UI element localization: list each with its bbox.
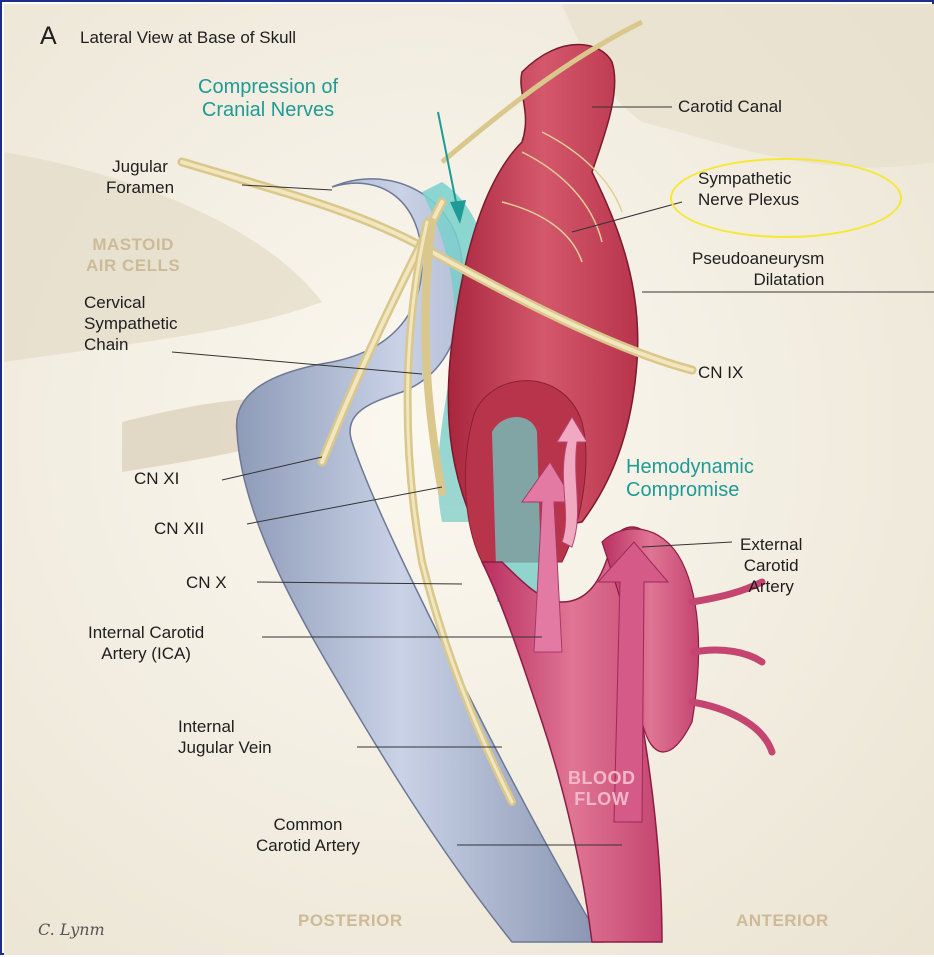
label-anterior: ANTERIOR [736, 910, 829, 931]
label-hemodynamic-compromise: Hemodynamic Compromise [626, 456, 754, 502]
label-internal-carotid-artery: Internal Carotid Artery (ICA) [88, 622, 204, 664]
label-cervical-sympathetic-chain: Cervical Sympathetic Chain [84, 292, 178, 355]
label-common-carotid-artery: Common Carotid Artery [256, 814, 360, 856]
label-cn-ix: CN IX [698, 362, 743, 383]
label-pseudoaneurysm-dilatation: Pseudoaneurysm Dilatation [692, 248, 824, 290]
label-carotid-canal: Carotid Canal [678, 96, 782, 117]
label-jugular-foramen: Jugular Foramen [106, 156, 174, 198]
label-posterior: POSTERIOR [298, 910, 403, 931]
panel-letter: A [40, 22, 57, 51]
label-cn-x: CN X [186, 572, 227, 593]
label-internal-jugular-vein: Internal Jugular Vein [178, 716, 272, 758]
label-external-carotid-artery: External Carotid Artery [740, 534, 802, 597]
highlight-ellipse [670, 158, 902, 238]
figure-title: Lateral View at Base of Skull [80, 28, 296, 48]
label-blood-flow: BLOOD FLOW [568, 768, 636, 810]
label-cn-xii: CN XII [154, 518, 204, 539]
label-compression-cranial-nerves: Compression of Cranial Nerves [198, 76, 338, 122]
label-mastoid-air-cells: MASTOID AIR CELLS [86, 234, 180, 276]
label-cn-xi: CN XI [134, 468, 179, 489]
artist-signature: C. Lynm [38, 920, 105, 939]
